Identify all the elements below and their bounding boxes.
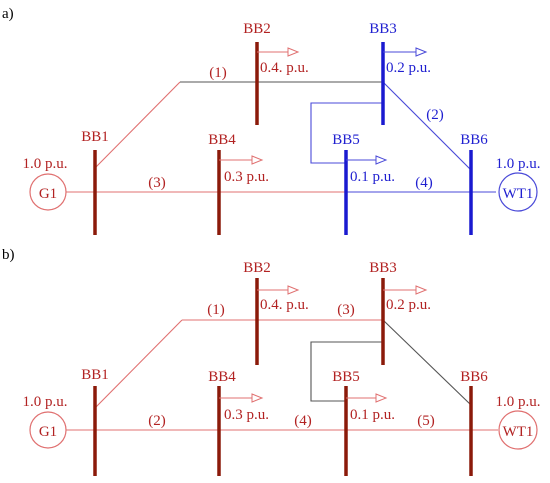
load-arrow-bb4-a: [219, 155, 264, 165]
bus-label-bb5-a: BB5: [332, 132, 360, 148]
line-bb3-bb6-b: [382, 319, 472, 406]
load-arrow-bb4-b: [219, 393, 264, 403]
wind-turbine-wt1-output-a: 1.0 p.u.: [496, 156, 541, 172]
load-arrow-bb5-b: [346, 393, 388, 403]
bus-label-bb5-b: BB5: [332, 369, 360, 385]
load-value-bb4-b: 0.3 p.u.: [224, 407, 269, 423]
bus-label-bb3-a: BB3: [369, 21, 397, 37]
wind-turbine-wt1-b: [498, 410, 538, 450]
wind-turbine-wt1-label-a: WT1: [503, 186, 534, 202]
load-arrow-bb2-a: [257, 47, 300, 57]
bus-label-bb2-b: BB2: [243, 260, 271, 276]
bus-label-bb1-a: BB1: [81, 129, 109, 145]
line-label-3-b: (3): [337, 302, 355, 318]
panel-a-label: a): [2, 6, 14, 22]
line-1-diagonal-a: [94, 81, 181, 169]
load-value-bb2-b: 0.4. p.u.: [260, 297, 309, 313]
bus-label-bb2-a: BB2: [243, 21, 271, 37]
load-value-bb5-a: 0.1 p.u.: [350, 169, 395, 185]
generator-g1-b: [29, 411, 67, 449]
generator-g1-a: [29, 173, 67, 211]
load-arrow-bb2-b: [257, 285, 300, 295]
load-arrow-bb3-a: [383, 47, 428, 57]
bus-label-bb1-b: BB1: [81, 367, 109, 383]
bus-label-bb6-a: BB6: [460, 132, 488, 148]
load-value-bb3-a: 0.2 p.u.: [386, 60, 431, 76]
line-label-2-a: (2): [426, 107, 444, 123]
load-value-bb2-a: 0.4. p.u.: [260, 60, 309, 76]
wind-turbine-wt1-label-b: WT1: [503, 424, 534, 440]
generator-g1-label-a: G1: [39, 186, 57, 202]
line-label-4-b: (4): [294, 413, 312, 429]
bus-label-bb4-b: BB4: [208, 369, 236, 385]
generator-g1-output-b: 1.0 p.u.: [23, 394, 68, 410]
bus-label-bb4-a: BB4: [208, 132, 236, 148]
panel-a: a) G1: [2, 6, 541, 235]
wind-turbine-wt1-output-b: 1.0 p.u.: [496, 394, 541, 410]
generator-g1-label-b: G1: [39, 424, 57, 440]
bus-label-bb6-b: BB6: [460, 369, 488, 385]
panel-b: b) G1 W: [2, 247, 541, 476]
wind-turbine-wt1-a: [498, 172, 538, 212]
line-label-1-b: (1): [207, 302, 225, 318]
load-value-bb4-a: 0.3 p.u.: [224, 169, 269, 185]
load-value-bb3-b: 0.2 p.u.: [386, 297, 431, 313]
generator-g1-output-a: 1.0 p.u.: [23, 156, 68, 172]
load-arrow-bb3-b: [383, 285, 428, 295]
panel-b-label: b): [2, 247, 15, 263]
load-arrow-bb5-a: [346, 155, 388, 165]
line-label-5-b: (5): [417, 413, 435, 429]
load-value-bb5-b: 0.1 p.u.: [350, 407, 395, 423]
line-label-3-a: (3): [148, 175, 166, 191]
bb3-bb5-link-a: [310, 102, 383, 164]
line-label-1-a: (1): [209, 65, 227, 81]
line-label-2-b: (2): [148, 413, 166, 429]
line-2-a: [382, 81, 472, 171]
bb3-bb5-link-b: [310, 341, 383, 402]
bus-label-bb3-b: BB3: [369, 260, 397, 276]
line-1-diagonal-b: [94, 319, 183, 409]
line-label-4-a: (4): [415, 175, 433, 191]
